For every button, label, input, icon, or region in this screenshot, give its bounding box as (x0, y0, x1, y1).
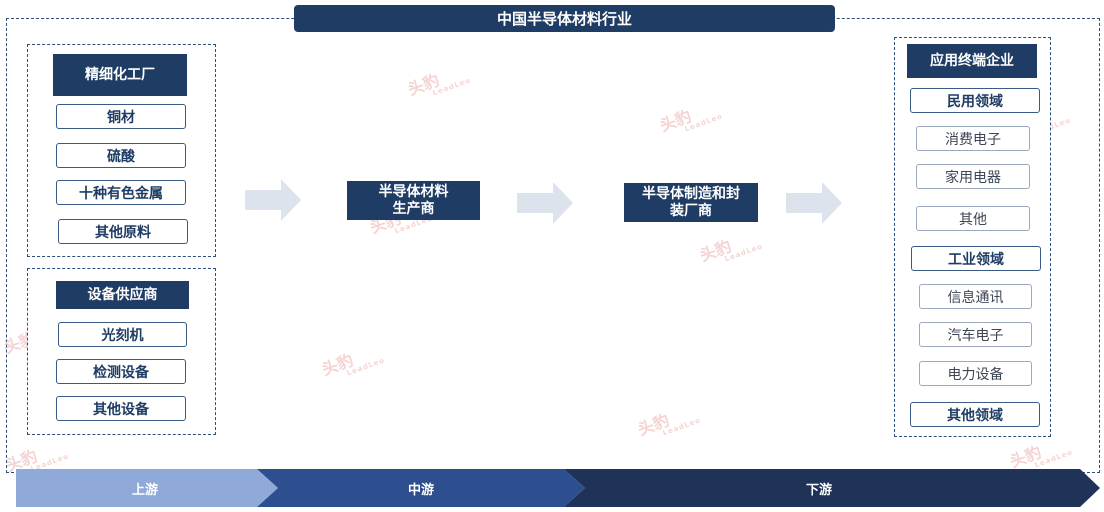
industrial-item: 电力设备 (919, 361, 1032, 386)
chemical-item: 铜材 (56, 104, 186, 129)
midstream-materials-producer: 半导体材料 生产商 (347, 181, 480, 220)
midstream-manufacturing-packaging: 半导体制造和封 装厂商 (624, 183, 758, 222)
stream-label-upstream: 上游 (132, 483, 159, 498)
upstream-segment (16, 469, 278, 507)
stream-label-downstream: 下游 (806, 483, 833, 498)
flow-arrow-icon (786, 182, 842, 224)
equipment-item: 检测设备 (56, 359, 186, 384)
flow-arrow-icon (245, 179, 301, 221)
equipment-item: 其他设备 (56, 396, 186, 421)
group-header-terminal: 应用终端企业 (907, 44, 1037, 78)
chemical-item: 其他原料 (58, 219, 188, 244)
civil-item: 消费电子 (916, 126, 1030, 151)
chemical-item: 硫酸 (56, 143, 186, 168)
diagram-title: 中国半导体材料行业 (294, 5, 835, 32)
value-chain-band (16, 469, 1100, 507)
midstream-segment (257, 469, 585, 507)
category-other: 其他领域 (910, 402, 1040, 427)
civil-item: 家用电器 (916, 164, 1030, 189)
equipment-item: 光刻机 (58, 322, 187, 347)
chemical-item: 十种有色金属 (56, 180, 186, 205)
group-header-equipment: 设备供应商 (56, 281, 189, 309)
industrial-item: 信息通讯 (919, 284, 1032, 309)
stream-label-midstream: 中游 (408, 483, 435, 498)
category-industrial: 工业领域 (911, 246, 1041, 271)
category-civil: 民用领域 (910, 88, 1040, 113)
group-header-chemical: 精细化工厂 (53, 54, 187, 96)
downstream-segment (564, 469, 1100, 507)
industrial-item: 汽车电子 (919, 322, 1032, 347)
civil-item: 其他 (916, 206, 1030, 231)
flow-arrow-icon (517, 182, 573, 224)
